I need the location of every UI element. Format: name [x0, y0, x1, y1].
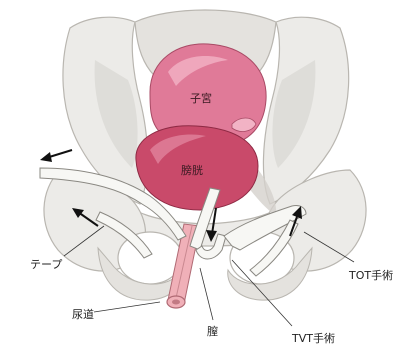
label-vagina: 膣	[207, 324, 218, 338]
label-tape: テープ	[30, 258, 62, 271]
label-uterus: 子宮	[190, 91, 212, 105]
label-tot: TOT手術	[348, 268, 393, 282]
label-bladder: 膀胱	[181, 163, 203, 177]
label-urethra: 尿道	[72, 307, 94, 321]
leader-urethra	[94, 302, 160, 312]
arrow-upper-left	[40, 150, 72, 162]
label-tvt: TVT手術	[291, 331, 335, 345]
leader-vagina	[200, 268, 213, 320]
